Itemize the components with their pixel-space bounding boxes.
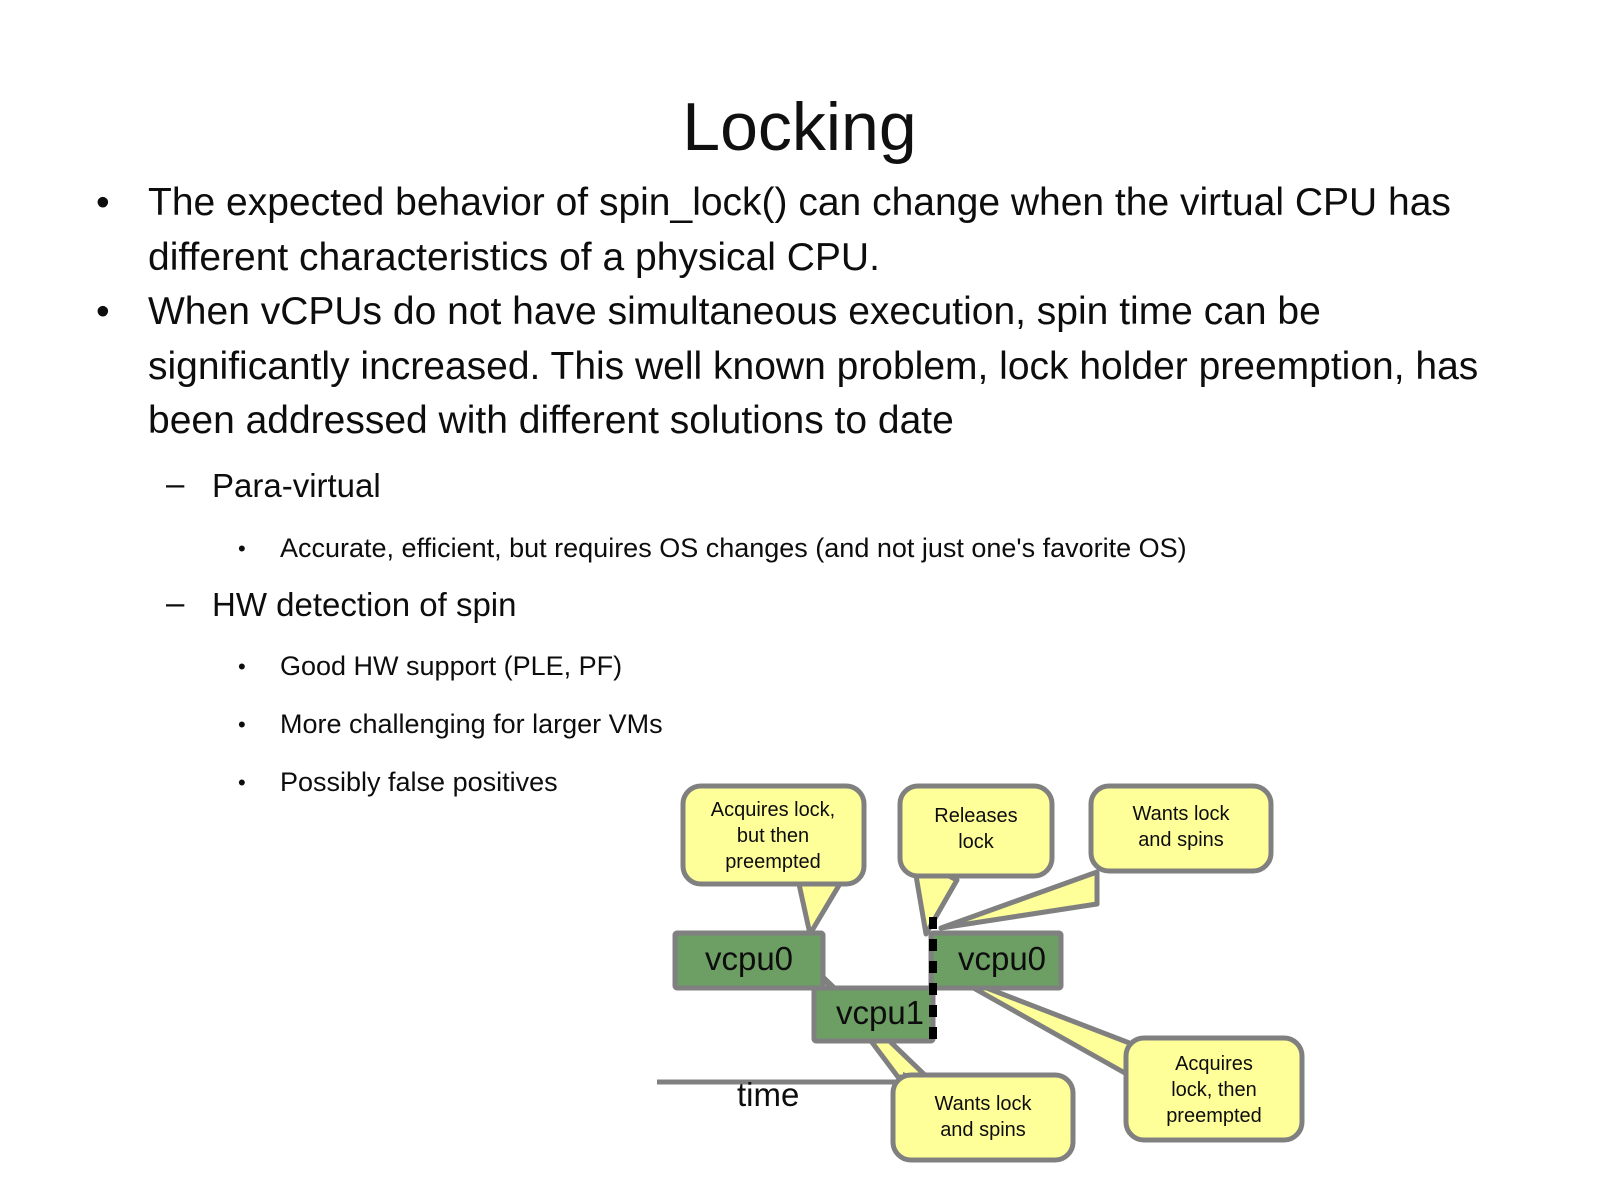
callout-tail-wants-lock-and-spins-top <box>938 869 1100 931</box>
callout-releases-lock: Releases lock <box>897 783 1055 879</box>
timeline-bar-label: vcpu0 <box>705 940 793 977</box>
callout-line: lock, then <box>1171 1079 1257 1101</box>
callout-line: preempted <box>725 851 821 873</box>
list-item: • The expected behavior of spin_lock() c… <box>0 176 1520 285</box>
page-title: Locking <box>682 88 917 165</box>
dash-marker: – <box>166 464 185 502</box>
lock-timeline-diagram: vcpu0 vcpu0 vcpu1 time Acquires lock, bu… <box>645 762 1345 1199</box>
callout-box <box>1123 1035 1305 1143</box>
timeline-bar-label: vcpu0 <box>958 940 1046 977</box>
callout-line: Acquires <box>1175 1053 1253 1075</box>
list-item-text: Accurate, efficient, but requires OS cha… <box>280 532 1187 563</box>
list-item-text: Para-virtual <box>212 466 381 504</box>
bullet-marker: • <box>238 770 246 796</box>
bullet-marker: • <box>238 535 246 561</box>
callout-box <box>1088 783 1274 874</box>
callout-line: but then <box>737 825 809 847</box>
callout-acquires-lock-then-preempted: Acquires lock, then preempted <box>1123 1035 1305 1143</box>
callout-box <box>890 1072 1076 1163</box>
list-item-text: HW detection of spin <box>212 585 517 623</box>
callout-line: preempted <box>1166 1105 1262 1127</box>
list-item: • Accurate, efficient, but requires OS c… <box>0 530 1520 568</box>
list-item: • More challenging for larger VMs <box>0 706 1520 744</box>
list-item: • When vCPUs do not have simultaneous ex… <box>0 285 1520 449</box>
callout-line: Wants lock <box>934 1093 1032 1115</box>
bullet-list: • The expected behavior of spin_lock() c… <box>0 176 1520 802</box>
callout-box <box>897 783 1055 879</box>
callout-line: Acquires lock, <box>711 799 836 821</box>
callout-acquires-lock-but-preempted: Acquires lock, but then preempted <box>680 783 867 887</box>
list-item-text: More challenging for larger VMs <box>280 709 663 740</box>
list-item-text: Possibly false positives <box>280 767 558 798</box>
list-item-text: The expected behavior of spin_lock() can… <box>148 181 1451 279</box>
bullet-marker: • <box>238 654 246 680</box>
callout-line: and spins <box>940 1119 1026 1141</box>
list-item: – HW detection of spin <box>0 582 1520 629</box>
bullet-marker: • <box>96 181 110 224</box>
callout-line: lock <box>958 831 995 853</box>
list-item: • Possibly false positives <box>0 764 1520 802</box>
timeline-bar-vcpu0-second <box>928 930 1064 991</box>
callout-wants-lock-and-spins-top: Wants lock and spins <box>1088 783 1274 874</box>
callout-line: and spins <box>1138 829 1224 851</box>
list-item: • Good HW support (PLE, PF) <box>0 648 1520 686</box>
time-axis-label: time <box>737 1076 799 1113</box>
timeline-bar-vcpu0-first <box>672 930 826 991</box>
callout-wants-lock-and-spins-bottom: Wants lock and spins <box>890 1072 1076 1163</box>
callout-box <box>680 783 867 887</box>
dash-marker: – <box>166 583 185 621</box>
callout-line: Releases <box>934 805 1017 827</box>
callout-line: Wants lock <box>1132 803 1230 825</box>
timeline-bar-label: vcpu1 <box>836 994 924 1031</box>
list-item-text: When vCPUs do not have simultaneous exec… <box>148 290 1479 443</box>
bullet-marker: • <box>96 290 110 334</box>
list-item-text: Good HW support (PLE, PF) <box>280 651 623 682</box>
list-item: – Para-virtual <box>0 463 1520 510</box>
bullet-marker: • <box>238 712 246 738</box>
